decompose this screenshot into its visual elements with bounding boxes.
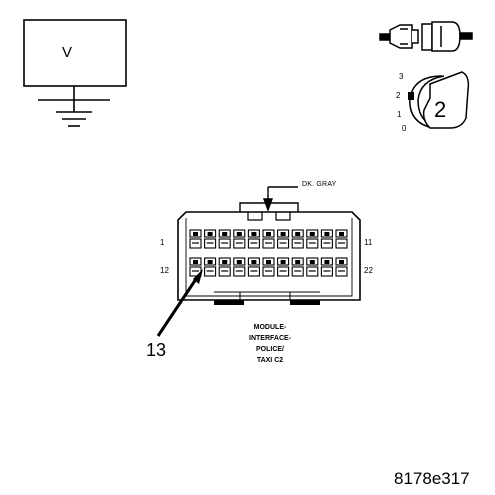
pin-cavity-3 (218, 229, 231, 249)
pin-label-22: 22 (364, 266, 373, 275)
voltmeter-icon (23, 19, 127, 112)
pin-cavity-1 (189, 229, 202, 249)
pin-cavity-5 (247, 229, 260, 249)
pin-cavity-11 (335, 229, 348, 249)
connector-name-line: TAXI C2 (256, 357, 284, 364)
pin-cavity-18 (277, 257, 290, 277)
back-probe-icon (379, 21, 473, 52)
wire-color-label: DK. GRAY (302, 181, 337, 188)
pin-cavity-22 (335, 257, 348, 277)
pin-cavity-2 (204, 229, 217, 249)
pin-label-1: 1 (160, 238, 165, 247)
connector-name-line: MODULE- (253, 324, 287, 331)
pin-label-11: 11 (364, 238, 373, 247)
figure-id: 8178e317 (394, 469, 470, 488)
ignition-step-label: 2 (434, 97, 447, 122)
pin-cavity-17 (262, 257, 275, 277)
ignition-position-2: 2 (396, 91, 401, 100)
pin-cavity-19 (291, 257, 304, 277)
pin-cavity-10 (320, 229, 333, 249)
wire-color-leader (263, 186, 298, 213)
pin-cavity-9 (306, 229, 319, 249)
callout-pin-number: 13 (146, 340, 167, 360)
pin-cavity-7 (277, 229, 290, 249)
pin-cavity-16 (247, 257, 260, 277)
pin-cavity-20 (306, 257, 319, 277)
ignition-position-0: 0 (402, 124, 407, 133)
connector-name-line: POLICE/ (255, 346, 284, 353)
ignition-position-1: 1 (397, 110, 402, 119)
pin-cavity-6 (262, 229, 275, 249)
ignition-position-3: 3 (399, 72, 404, 81)
ground-icon (56, 111, 92, 127)
connector-name-line: INTERFACE- (249, 335, 291, 342)
pin-cavity-21 (320, 257, 333, 277)
ignition-switch-icon (408, 71, 470, 129)
pin-cavity-8 (291, 229, 304, 249)
voltmeter-label: V (62, 44, 73, 61)
connector-name: MODULE- INTERFACE- POLICE/ TAXI C2 (222, 322, 318, 366)
pin-cavity-13 (204, 257, 217, 277)
connector-icon (177, 202, 361, 305)
pin-cavity-14 (218, 257, 231, 277)
connector-pins-row-2 (189, 257, 348, 277)
pin-cavity-15 (233, 257, 246, 277)
pin-callout-line (156, 269, 203, 337)
pin-label-12: 12 (160, 266, 169, 275)
pin-cavity-4 (233, 229, 246, 249)
pin-cavity-12 (189, 257, 202, 277)
connector-pins-row-1 (189, 229, 348, 249)
